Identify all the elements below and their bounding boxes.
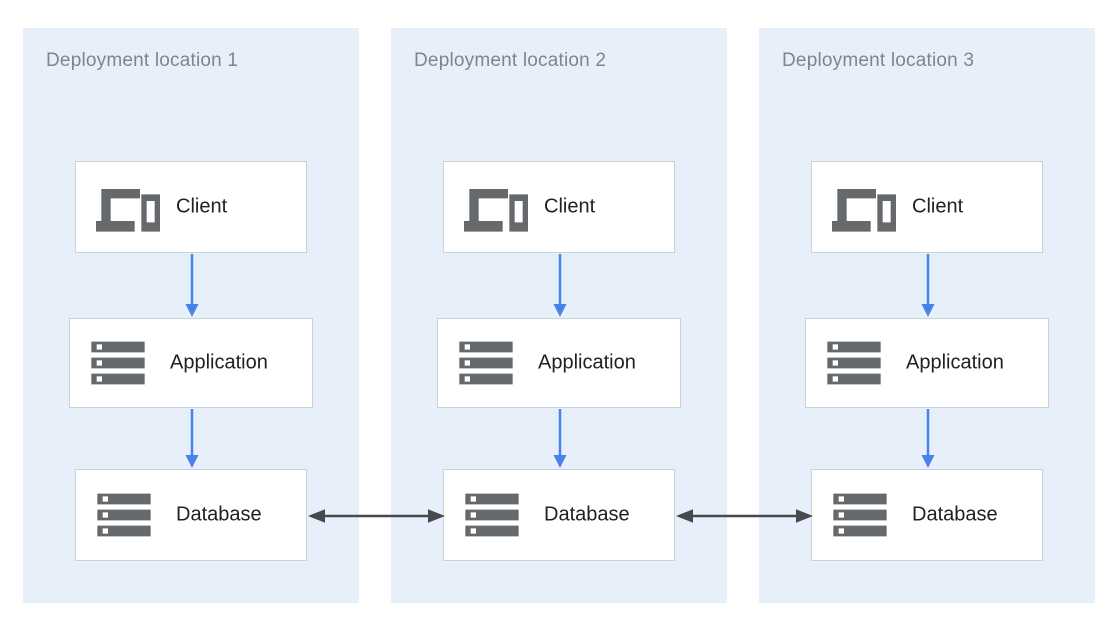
devices-icon xyxy=(832,189,896,232)
node-database: Database xyxy=(811,469,1043,561)
node-label: Database xyxy=(544,503,630,526)
node-label: Application xyxy=(538,351,636,374)
devices-icon xyxy=(464,189,528,232)
node-label: Application xyxy=(170,351,268,374)
node-label: Client xyxy=(912,195,964,218)
server-stack-icon xyxy=(465,493,519,537)
node-label: Application xyxy=(906,351,1004,374)
node-client: Client xyxy=(811,161,1043,253)
panel-deployment-location-1: Deployment location 1 Client Application… xyxy=(23,28,359,603)
node-client: Client xyxy=(443,161,675,253)
node-label: Database xyxy=(912,503,998,526)
node-client: Client xyxy=(75,161,307,253)
panel-title: Deployment location 2 xyxy=(414,50,607,71)
server-stack-icon xyxy=(827,341,881,385)
server-stack-icon xyxy=(91,341,145,385)
node-label: Database xyxy=(176,503,262,526)
node-label: Client xyxy=(544,195,596,218)
panel-title: Deployment location 3 xyxy=(782,50,975,71)
node-database: Database xyxy=(75,469,307,561)
node-application: Application xyxy=(805,318,1049,408)
panel-title: Deployment location 1 xyxy=(46,50,239,71)
node-application: Application xyxy=(69,318,313,408)
server-stack-icon xyxy=(833,493,887,537)
node-label: Client xyxy=(176,195,228,218)
panel-deployment-location-3: Deployment location 3 Client Application… xyxy=(759,28,1095,603)
panel-deployment-location-2: Deployment location 2 Client Application… xyxy=(391,28,727,603)
devices-icon xyxy=(96,189,160,232)
server-stack-icon xyxy=(97,493,151,537)
node-application: Application xyxy=(437,318,681,408)
node-database: Database xyxy=(443,469,675,561)
server-stack-icon xyxy=(459,341,513,385)
